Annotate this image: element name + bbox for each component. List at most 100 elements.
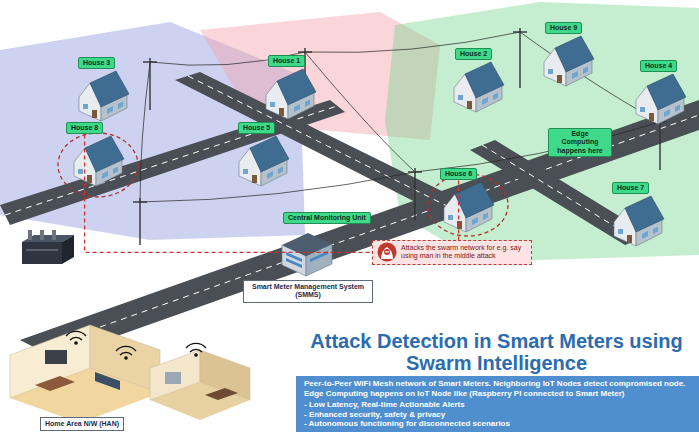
home-area-network	[10, 325, 250, 423]
attacker-icon-shape	[378, 243, 397, 262]
house-label: House 9	[545, 22, 582, 34]
attacker-icon	[377, 242, 397, 262]
label-text: House 1	[273, 57, 300, 65]
home-area-network-shape	[66, 331, 206, 359]
roads	[0, 72, 699, 358]
label-text: Peer-to-Peer WiFi Mesh network of Smart …	[304, 379, 693, 398]
compromised-marks	[58, 133, 508, 236]
bullet-text: - Autonomous functioning for disconnecte…	[304, 419, 693, 429]
transformer-shape	[52, 230, 56, 240]
houses-shape	[454, 62, 504, 112]
power-poles-shape	[139, 198, 140, 245]
label-text: House 2	[460, 50, 487, 58]
house-label: House 1	[268, 55, 305, 67]
home-area-network-shape	[10, 325, 90, 398]
compromised-marks-shape	[428, 174, 508, 236]
roads-shape	[175, 72, 460, 212]
houses-shape	[79, 71, 129, 121]
home-area-network-shape-shape	[75, 342, 77, 344]
label-text: Central Monitoring Unit	[288, 214, 366, 222]
bullet-text: - Enhanced security, safety & privacy	[304, 410, 693, 420]
transformer-shape	[40, 230, 44, 240]
label-text: House 3	[83, 59, 110, 67]
home-area-network-shape-shape	[195, 354, 197, 356]
system-label: Smart Meter Management System (SMMS)	[243, 280, 373, 303]
home-area-network-shape-shape	[125, 357, 127, 359]
label-text: Home Area N/W (HAN)	[45, 420, 119, 428]
home-area-network-shape	[200, 350, 250, 400]
houses-shape	[74, 136, 124, 186]
roads-shape	[188, 76, 447, 206]
power-wires-shape	[150, 52, 305, 65]
description-box: Peer-to-Peer WiFi Mesh network of Smart …	[296, 376, 699, 432]
power-wires-shape	[140, 62, 150, 202]
home-area-network-shape-shape	[190, 349, 202, 352]
home-area-network-shape-shape	[66, 331, 86, 336]
note-tag: Edge Computing happens here	[548, 128, 612, 157]
home-area-network-shape	[45, 350, 67, 364]
houses-shape	[444, 182, 494, 232]
label-text: House 6	[445, 170, 472, 178]
attacker-icon-shape	[385, 252, 389, 253]
bullet-text: - Low Latency, Real-time Actionable Aler…	[304, 400, 693, 410]
home-area-network-shape	[95, 372, 120, 390]
label-text: Attacks the swarm network for e.g. say u…	[401, 244, 526, 261]
home-area-network-shape-shape	[120, 352, 132, 355]
house-label: House 3	[78, 57, 115, 69]
power-poles-shape	[149, 58, 150, 110]
houses	[74, 36, 686, 246]
label-text: House 9	[550, 24, 577, 32]
house-label: House 6	[440, 168, 477, 180]
smms-building	[282, 233, 332, 276]
houses-shape	[239, 136, 289, 186]
power-wires	[140, 32, 660, 202]
houses-shape	[636, 74, 686, 124]
attack-link	[458, 180, 459, 240]
compromised-marks-shape	[58, 133, 138, 197]
home-area-network-shape-shape	[186, 343, 206, 348]
house-label: House 2	[455, 48, 492, 60]
houses-shape	[614, 196, 664, 246]
roads-shape	[20, 100, 699, 358]
home-area-network-shape	[165, 372, 181, 384]
house-label: House 8	[66, 122, 103, 134]
swarm-regions	[0, 2, 699, 262]
houses-shape	[544, 36, 594, 86]
power-poles-shape	[408, 171, 422, 172]
label-text: Smart Meter Management System (SMMS)	[248, 283, 368, 300]
power-wires-shape	[305, 52, 415, 172]
label-text: Edge Computing happens here	[553, 130, 607, 155]
power-poles-shape	[659, 118, 660, 170]
unit-label: Central Monitoring Unit	[283, 212, 371, 224]
power-wires-shape	[415, 122, 660, 172]
roads-shape	[38, 115, 699, 349]
home-area-network-shape-shape	[70, 337, 82, 340]
home-area-network-shape	[205, 388, 238, 400]
power-poles-shape	[298, 51, 312, 52]
label-text: House 5	[243, 124, 270, 132]
attacker-icon-shape	[381, 247, 393, 259]
house-label: House 4	[640, 60, 677, 72]
transformer-shape	[22, 242, 62, 264]
smms-building-shape	[286, 258, 302, 268]
power-poles-shape	[519, 28, 520, 88]
attack-link	[85, 134, 372, 252]
attacker-icon-shape	[384, 249, 390, 255]
label-text: House 8	[71, 124, 98, 132]
house-label: House 7	[612, 182, 649, 194]
home-area-network-shape	[35, 376, 75, 391]
power-poles-shape	[143, 61, 157, 62]
area-label: Home Area N/W (HAN)	[40, 417, 124, 431]
home-area-network-shape-shape	[116, 346, 136, 351]
transformer-shape	[26, 250, 58, 251]
home-area-network-shape	[150, 350, 200, 400]
label-text: House 4	[645, 62, 672, 70]
power-poles	[133, 28, 667, 245]
home-area-network-shape	[90, 325, 160, 393]
power-poles-shape	[133, 201, 147, 202]
label-text: House 7	[617, 184, 644, 192]
power-poles-shape	[513, 31, 527, 32]
transformer	[22, 230, 74, 264]
transformer-shape	[28, 230, 32, 240]
